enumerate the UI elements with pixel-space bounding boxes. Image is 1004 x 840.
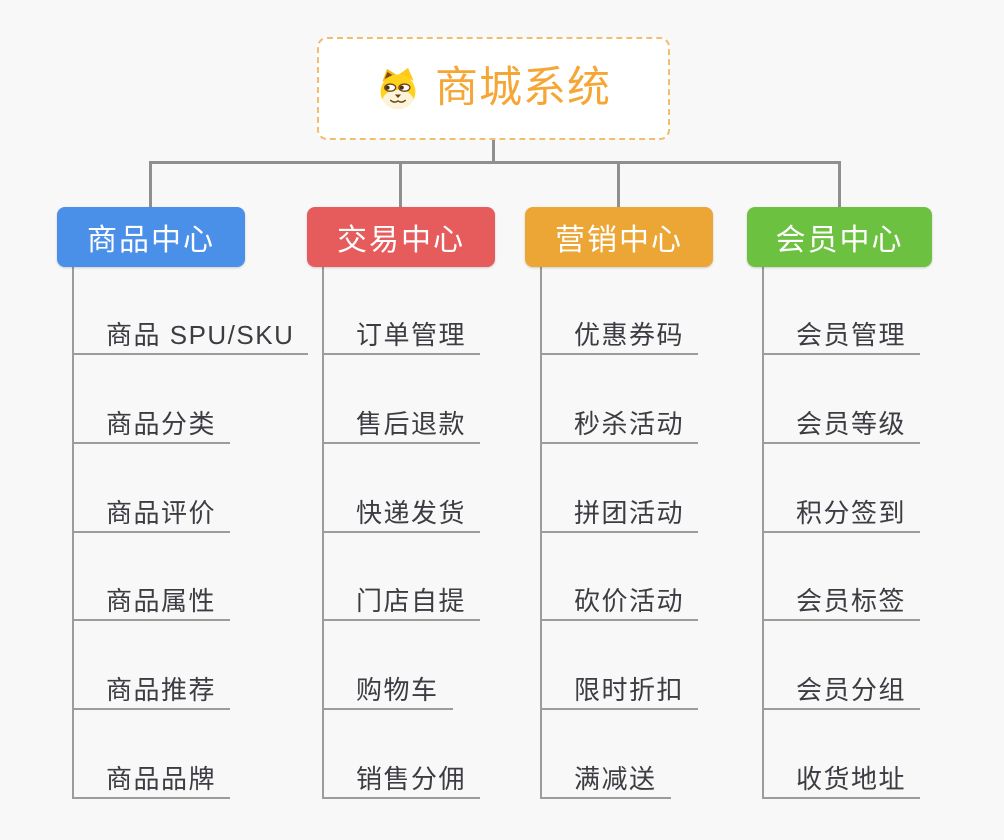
branch-drop-connector [149, 161, 152, 208]
child-topic[interactable]: 商品属性 [72, 583, 231, 621]
child-topic[interactable]: 砍价活动 [540, 583, 699, 621]
child-topic[interactable]: 积分签到 [762, 495, 921, 533]
child-topic[interactable]: 商品推荐 [72, 672, 231, 710]
child-topic[interactable]: 销售分佣 [322, 761, 481, 799]
branch-topic-product-center[interactable]: 商品中心 [57, 207, 245, 267]
child-topic[interactable]: 商品品牌 [72, 761, 231, 799]
root-stem-connector [492, 140, 495, 164]
child-topic[interactable]: 商品评价 [72, 495, 231, 533]
child-topic[interactable]: 会员等级 [762, 406, 921, 444]
branch-topic-member-center[interactable]: 会员中心 [747, 207, 932, 267]
child-topic[interactable]: 购物车 [322, 672, 453, 710]
branch-drop-connector [838, 161, 841, 208]
root-topic[interactable]: 商城系统 [317, 37, 670, 140]
branch-drop-connector [617, 161, 620, 208]
child-topic[interactable]: 限时折扣 [540, 672, 699, 710]
child-topic[interactable]: 优惠券码 [540, 317, 699, 355]
child-topic[interactable]: 拼团活动 [540, 495, 699, 533]
shiba-dog-icon [380, 67, 416, 109]
child-topic[interactable]: 会员分组 [762, 672, 921, 710]
branch-bus-connector [149, 161, 840, 164]
branch-topic-trade-center[interactable]: 交易中心 [307, 207, 495, 267]
branch-topic-marketing-center[interactable]: 营销中心 [525, 207, 713, 267]
child-topic[interactable]: 秒杀活动 [540, 406, 699, 444]
child-topic[interactable]: 收货地址 [762, 761, 921, 799]
child-topic[interactable]: 满减送 [540, 761, 671, 799]
root-topic-label: 商城系统 [435, 64, 611, 112]
child-topic[interactable]: 订单管理 [322, 317, 481, 355]
child-topic[interactable]: 快递发货 [322, 495, 481, 533]
child-topic[interactable]: 商品 SPU/SKU [72, 317, 309, 355]
child-topic[interactable]: 售后退款 [322, 406, 481, 444]
branch-drop-connector [399, 161, 402, 208]
child-topic[interactable]: 门店自提 [322, 583, 481, 621]
child-topic[interactable]: 会员标签 [762, 583, 921, 621]
child-topic[interactable]: 会员管理 [762, 317, 921, 355]
child-topic[interactable]: 商品分类 [72, 406, 231, 444]
